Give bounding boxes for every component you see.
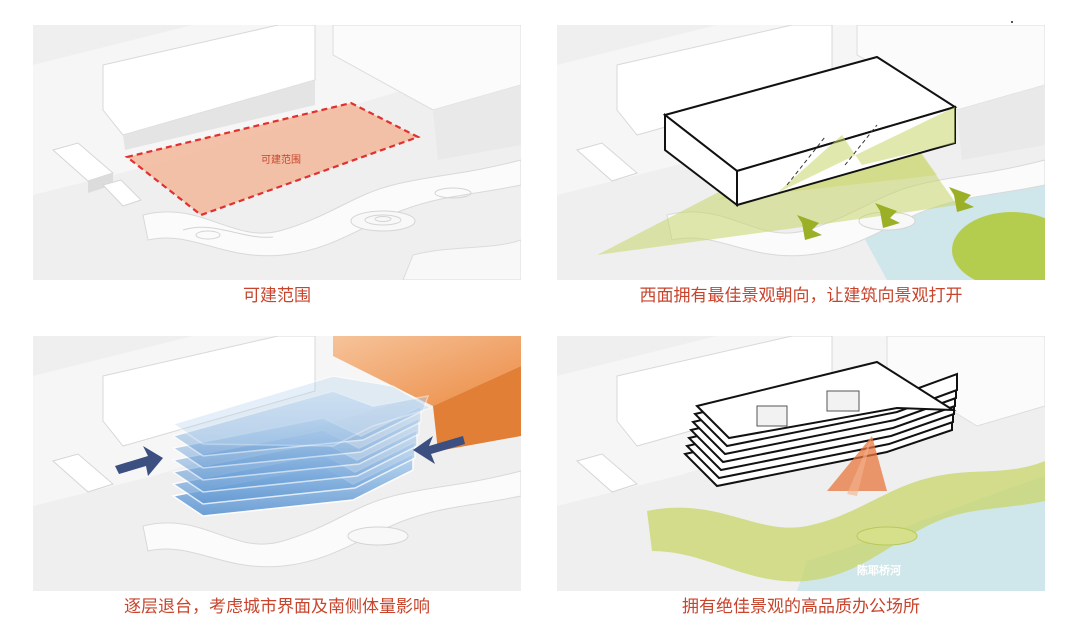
site-range-drawing: 可建范围 [33,25,521,280]
south-neighbor-volume [333,336,521,406]
caption-terracing: 逐层退台，考虑城市界面及南侧体量影响 [124,597,430,617]
caption-office-quality: 拥有绝佳景观的高品质办公场所 [682,597,920,617]
diagram-terracing [33,336,521,591]
terracing-drawing [33,336,521,591]
office-quality-drawing: 陈耶桥河 [557,336,1045,591]
terraced-layers [171,375,433,517]
view-arrows [797,187,974,240]
diagram-site-range: 可建范围 [33,25,521,280]
west-view-drawing [557,25,1045,280]
site-range-label: 可建范围 [261,153,301,166]
pressure-arrows [115,436,465,476]
corner-mark [1011,21,1013,23]
diagram-office-quality: 陈耶桥河 [557,336,1045,591]
view-cone [827,436,887,491]
buildable-area [127,103,418,215]
caption-west-view: 西面拥有最佳景观朝向，让建筑向景观打开 [639,286,963,306]
river-label: 陈耶桥河 [857,563,901,577]
diagram-west-view [557,25,1045,280]
caption-site-range: 可建范围 [243,286,311,306]
landscape-greenway [647,461,1045,582]
